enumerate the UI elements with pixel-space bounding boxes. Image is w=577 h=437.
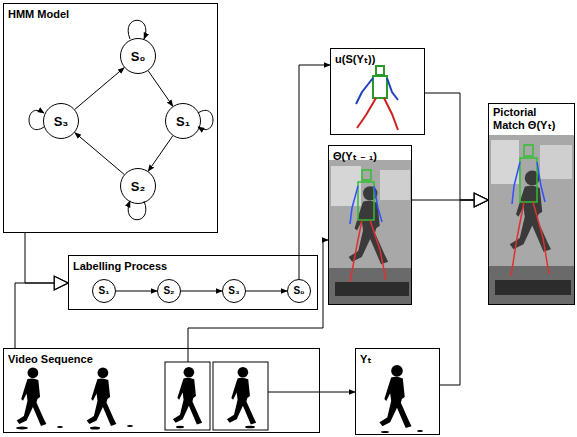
state-circle: S₂ — [157, 279, 181, 303]
connector — [75, 133, 124, 175]
connector — [181, 291, 222, 292]
labelled-box: Θ(Yₜ ₋ ₁) — [328, 145, 412, 305]
state-label: S₂ — [163, 286, 174, 296]
state-circle: S₀ — [120, 38, 156, 74]
labelled-box: Yₜ — [355, 348, 440, 435]
state-label: S₀ — [131, 50, 146, 63]
connector — [75, 68, 124, 110]
state-label: S₁ — [99, 286, 110, 296]
connector — [299, 65, 330, 279]
connector — [148, 71, 173, 106]
labelled-box: HMM ModelS₀ S₃ S₁ S₂ — [3, 3, 218, 233]
connector — [15, 283, 68, 348]
connector — [25, 233, 68, 283]
self-loops — [29, 20, 213, 220]
state-circle: S₃ — [222, 279, 246, 303]
connector — [188, 240, 328, 348]
previous-photo — [329, 160, 411, 304]
labelled-box: Video Sequence — [3, 348, 320, 433]
state-circle: S₁ — [165, 103, 201, 139]
labelled-box: Labelling ProcessS₁ S₂ S₃ S₀ — [68, 255, 318, 310]
labelled-box: u(S(Yₜ)) — [330, 48, 425, 135]
connector — [116, 291, 157, 292]
connector — [320, 392, 355, 393]
box-title: Θ(Yₜ ₋ ₁) — [329, 148, 381, 165]
box-title: Yₜ — [356, 351, 376, 368]
stick-model — [356, 66, 398, 130]
state-circle: S₂ — [120, 168, 156, 204]
matched-photo — [489, 135, 574, 304]
labelled-box: Pictorial Match Θ(Yₜ) — [488, 103, 575, 305]
box-title: u(S(Yₜ)) — [331, 51, 379, 68]
connector — [440, 200, 488, 385]
connector — [148, 136, 173, 171]
state-label: S₀ — [293, 286, 304, 296]
state-label: S₃ — [228, 286, 239, 296]
state-circle: S₀ — [287, 279, 311, 303]
state-circle: S₃ — [43, 103, 79, 139]
box-title: Video Sequence — [4, 351, 97, 368]
state-circle: S₁ — [92, 279, 116, 303]
box-title: HMM Model — [4, 6, 73, 23]
state-label: S₂ — [131, 180, 145, 193]
state-label: S₃ — [54, 115, 69, 128]
connector — [425, 93, 488, 200]
box-title: Labelling Process — [69, 258, 171, 275]
state-label: S₁ — [176, 115, 190, 128]
box-title: Pictorial Match Θ(Yₜ) — [489, 104, 574, 134]
connector — [246, 291, 287, 292]
current-frame — [379, 365, 423, 433]
